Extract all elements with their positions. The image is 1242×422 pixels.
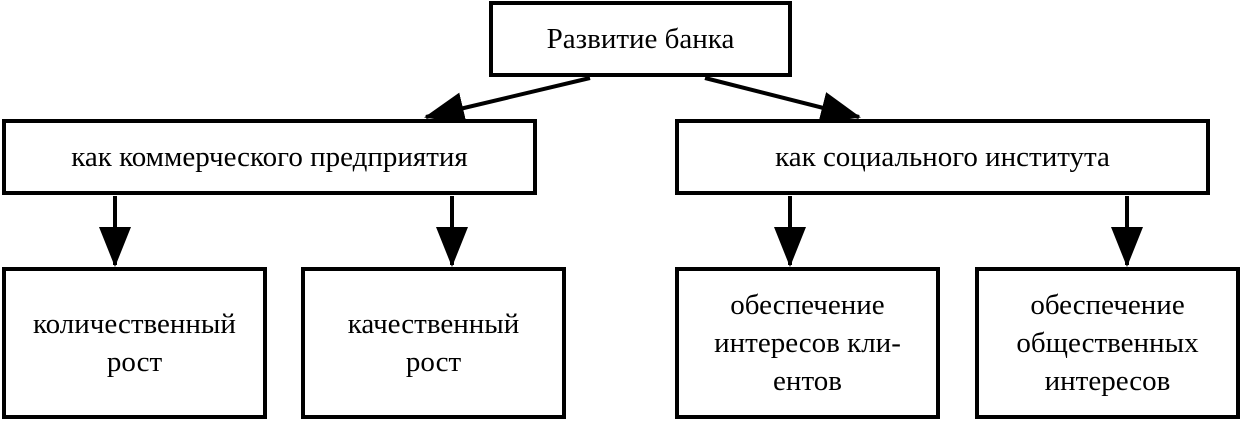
node-label-line: рост bbox=[405, 346, 462, 378]
node-label-line: рост bbox=[106, 346, 163, 378]
node-label: как коммерческого предприятия bbox=[71, 141, 468, 173]
node-public-interests: обеспечение общественных интересов bbox=[975, 267, 1240, 419]
node-label-line: общественных bbox=[1016, 327, 1199, 359]
node-quantitative-growth: количественный рост bbox=[2, 267, 267, 419]
node-label-line: обеспечение bbox=[1030, 289, 1185, 321]
node-label: Развитие банка bbox=[546, 23, 735, 55]
node-client-interests: обеспечение интересов кли- ентов bbox=[675, 267, 940, 419]
node-label-line: ентов bbox=[773, 365, 842, 397]
node-social-institution: как социального института bbox=[675, 119, 1210, 195]
node-label: как социального института bbox=[775, 141, 1110, 173]
arrow-root-to-social bbox=[704, 76, 861, 124]
node-qualitative-growth: качественный рост bbox=[301, 267, 566, 419]
node-bank-development: Развитие банка bbox=[489, 1, 792, 77]
node-label-line: количественный bbox=[33, 308, 236, 340]
node-label-line: интересов bbox=[1044, 365, 1171, 397]
arrow-root-to-commercial bbox=[424, 76, 591, 124]
node-label-line: обеспечение bbox=[730, 289, 885, 321]
node-label-line: интересов кли- bbox=[714, 327, 901, 359]
node-commercial-enterprise: как коммерческого предприятия bbox=[2, 119, 537, 195]
node-label-line: качественный bbox=[347, 308, 520, 340]
